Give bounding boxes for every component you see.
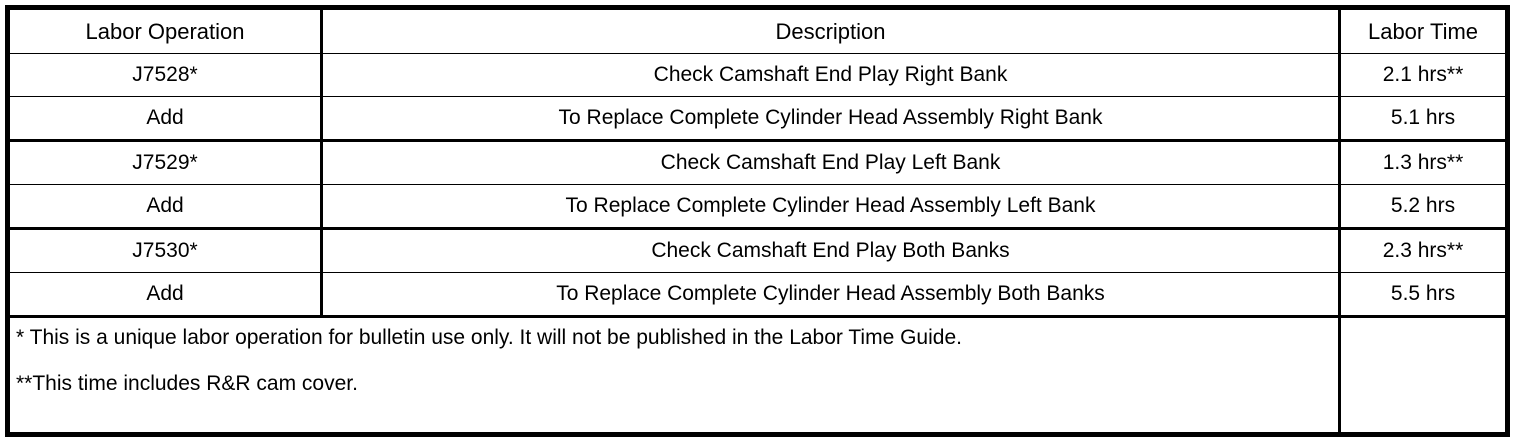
cell-labor-operation: Add bbox=[7, 184, 323, 230]
labor-operation-sheet: Labor Operation Description Labor Time J… bbox=[5, 5, 1510, 437]
table-row: Add To Replace Complete Cylinder Head As… bbox=[7, 96, 1508, 142]
table-row: Add To Replace Complete Cylinder Head As… bbox=[7, 184, 1508, 230]
cell-labor-operation: J7529* bbox=[7, 140, 323, 185]
column-header-description: Description bbox=[321, 7, 1341, 54]
cell-description: Check Camshaft End Play Right Bank bbox=[321, 53, 1341, 97]
cell-labor-time: 5.1 hrs bbox=[1339, 96, 1508, 142]
footnote-double-asterisk: **This time includes R&R cam cover. bbox=[16, 371, 358, 395]
cell-description: To Replace Complete Cylinder Head Assemb… bbox=[321, 184, 1341, 230]
column-header-labor-time: Labor Time bbox=[1339, 7, 1508, 54]
cell-labor-time: 5.5 hrs bbox=[1339, 272, 1508, 318]
cell-description: To Replace Complete Cylinder Head Assemb… bbox=[321, 272, 1341, 318]
cell-description: To Replace Complete Cylinder Head Assemb… bbox=[321, 96, 1341, 142]
cell-labor-operation: Add bbox=[7, 272, 323, 318]
cell-labor-time: 2.1 hrs** bbox=[1339, 53, 1508, 97]
cell-labor-operation: Add bbox=[7, 96, 323, 142]
footnote-spacer bbox=[16, 350, 1332, 372]
table-row: J7528* Check Camshaft End Play Right Ban… bbox=[7, 53, 1508, 97]
labor-operation-table: Labor Operation Description Labor Time J… bbox=[5, 5, 1510, 437]
table-header: Labor Operation Description Labor Time bbox=[7, 7, 1508, 54]
footnote-labor-time-cell bbox=[1339, 315, 1508, 435]
cell-labor-time: 5.2 hrs bbox=[1339, 184, 1508, 230]
column-header-labor-operation: Labor Operation bbox=[7, 7, 323, 54]
footnote-cell: * This is a unique labor operation for b… bbox=[7, 315, 1341, 435]
header-row: Labor Operation Description Labor Time bbox=[7, 7, 1508, 54]
cell-labor-time: 2.3 hrs** bbox=[1339, 228, 1508, 273]
cell-labor-time: 1.3 hrs** bbox=[1339, 140, 1508, 185]
cell-labor-operation: J7528* bbox=[7, 53, 323, 97]
footnote-row: * This is a unique labor operation for b… bbox=[7, 315, 1508, 435]
cell-description: Check Camshaft End Play Both Banks bbox=[321, 228, 1341, 273]
table-row: J7530* Check Camshaft End Play Both Bank… bbox=[7, 228, 1508, 273]
footnote-single-asterisk: * This is a unique labor operation for b… bbox=[16, 326, 962, 349]
table-body: J7528* Check Camshaft End Play Right Ban… bbox=[7, 53, 1508, 435]
cell-description: Check Camshaft End Play Left Bank bbox=[321, 140, 1341, 185]
table-row: Add To Replace Complete Cylinder Head As… bbox=[7, 272, 1508, 318]
table-row: J7529* Check Camshaft End Play Left Bank… bbox=[7, 140, 1508, 185]
cell-labor-operation: J7530* bbox=[7, 228, 323, 273]
